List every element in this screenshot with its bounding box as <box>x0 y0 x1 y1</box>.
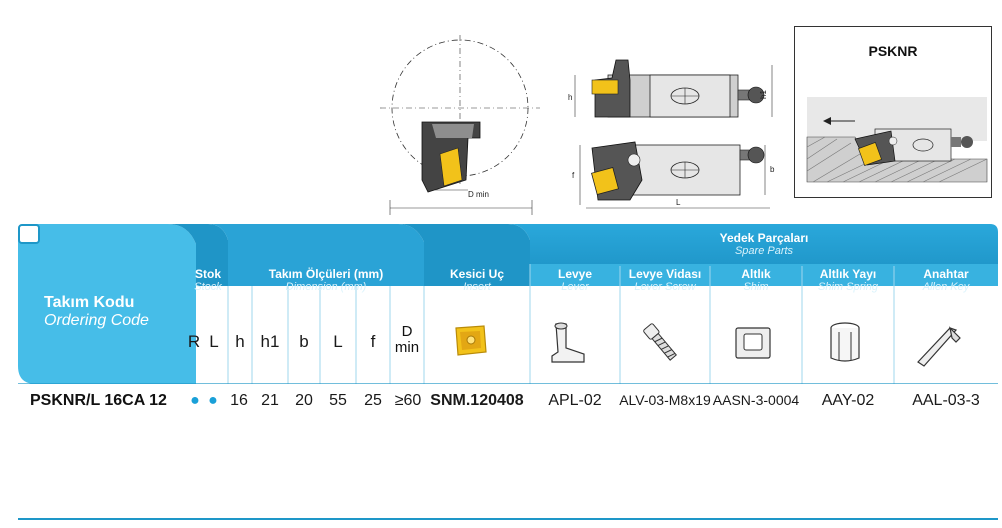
dim-col-h: h <box>235 332 245 351</box>
dimension-header: Takım Ölçüleri (mm) Dimension (mm) <box>228 267 424 294</box>
table-bottom-line <box>18 518 998 520</box>
ordering-code-subtitle: Ordering Code <box>44 312 149 329</box>
part-subtitle: Lever Screw <box>634 281 696 293</box>
b-label: b <box>770 165 775 174</box>
dim-col-f: f <box>370 332 376 351</box>
value-f: 25 <box>364 392 382 409</box>
side-view-drawing: h h1 <box>568 59 773 118</box>
value-l: 55 <box>329 392 347 409</box>
lever-icon <box>544 318 594 368</box>
h1-label: h1 <box>759 90 768 99</box>
value-shim: AASN-3-0004 <box>712 392 800 408</box>
value-d-min: ≥60 <box>394 392 422 409</box>
dim-col-h1: h1 <box>260 332 280 351</box>
spare-parts-subtitle: Spare Parts <box>734 245 794 257</box>
insert-title: Kesici Uç <box>449 267 505 281</box>
value-h: 16 <box>230 392 248 409</box>
stock-subtitle: Stock <box>194 281 222 293</box>
value-lever: APL-02 <box>548 392 602 409</box>
insert-subtitle: Insert <box>463 281 491 293</box>
product-table: Takım Kodu Ordering Code Stok Stock Takı… <box>18 224 998 522</box>
part-header-lever-screw: Levye Vidası Lever Screw <box>620 267 710 294</box>
l-label: L <box>676 198 681 207</box>
part-subtitle: Lever <box>561 281 589 293</box>
value-insert: SNM.120408 <box>430 392 524 409</box>
shim-icon <box>730 320 776 366</box>
stock-dot-r: ● <box>190 392 200 409</box>
psknr-diagram-box: PSKNR <box>794 26 992 198</box>
part-header-lever: Levye Lever <box>530 267 620 294</box>
value-h1: 21 <box>261 392 279 409</box>
value-allen-key: AAL-03-3 <box>912 392 980 409</box>
lever-screw-icon <box>636 318 686 368</box>
stock-dot-l: ● <box>208 392 218 409</box>
part-subtitle: Shim <box>743 281 769 293</box>
d-min-label: D min <box>468 190 489 199</box>
value-shim-spring: AAY-02 <box>821 392 875 409</box>
psknr-operation-drawing <box>806 97 988 183</box>
dimension-title: Takım Ölçüleri (mm) <box>268 267 384 281</box>
ordering-code-header: Takım Kodu Ordering Code <box>44 294 194 330</box>
dimension-subtitle: Dimension (mm) <box>285 281 367 293</box>
stock-header: Stok Stock <box>188 267 228 294</box>
allen-key-icon <box>912 316 968 372</box>
table-header-shape <box>18 224 998 384</box>
d-top: D <box>401 323 413 340</box>
h-label: h <box>568 93 572 102</box>
stock-title: Stok <box>194 267 221 281</box>
part-header-allen-key: Anahtar Allen Key <box>894 267 998 294</box>
value-lever-screw: ALV-03-M8x19 <box>619 392 711 408</box>
part-title: Levye Vidası <box>628 267 702 281</box>
part-title: Altlık <box>741 267 771 281</box>
dim-col-b: b <box>299 332 309 351</box>
part-header-shim: Altlık Shim <box>710 267 802 294</box>
row-ordering-code: PSKNR/L 16CA 12 <box>30 392 167 409</box>
part-subtitle: Shim Spring <box>818 281 878 293</box>
insert-image <box>452 322 488 358</box>
part-title: Altlık Yayı <box>819 267 877 281</box>
spare-parts-header: Yedek Parçaları Spare Parts <box>530 231 998 258</box>
spare-parts-title: Yedek Parçaları <box>719 231 809 245</box>
boring-view-drawing <box>380 35 540 215</box>
psknr-title: PSKNR <box>868 43 918 59</box>
part-subtitle: Allen Key <box>922 281 970 293</box>
part-title: Levye <box>557 267 593 281</box>
insert-header: Kesici Uç Insert <box>424 267 530 294</box>
dim-col-d-min: D min <box>390 324 424 356</box>
f-label: f <box>572 171 575 180</box>
stock-col-l: L <box>209 332 219 351</box>
stock-col-r: R <box>187 332 201 351</box>
dim-col-l: L <box>333 332 343 351</box>
table-corner-icon <box>18 224 40 244</box>
tool-drawings: h h1 f b L D min <box>380 20 790 215</box>
part-header-shim-spring: Altlık Yayı Shim Spring <box>802 267 894 294</box>
value-b: 20 <box>295 392 313 409</box>
shim-spring-icon <box>822 318 868 368</box>
ordering-code-title: Takım Kodu <box>44 294 135 311</box>
top-view-drawing: f b L <box>572 141 775 209</box>
d-bottom: min <box>394 339 420 356</box>
part-title: Anahtar <box>923 267 969 281</box>
